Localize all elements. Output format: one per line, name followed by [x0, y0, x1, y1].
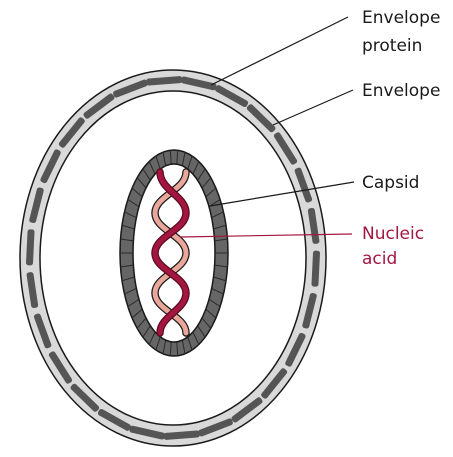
leader-capsid [210, 182, 354, 206]
label-nucleic-acid-line2: acid [362, 249, 397, 269]
label-nucleic-acid-line1: Nucleic [362, 224, 424, 244]
label-capsid: Capsid [362, 173, 419, 193]
leader-envelope [273, 90, 353, 125]
leader-envelope-protein [211, 17, 348, 85]
label-envelope: Envelope [362, 81, 440, 101]
labels: Envelope protein Envelope Capsid Nucleic… [362, 8, 440, 269]
label-envelope-protein-line1: Envelope [362, 8, 440, 28]
capsid [120, 150, 228, 356]
label-envelope-protein-line2: protein [362, 36, 422, 56]
